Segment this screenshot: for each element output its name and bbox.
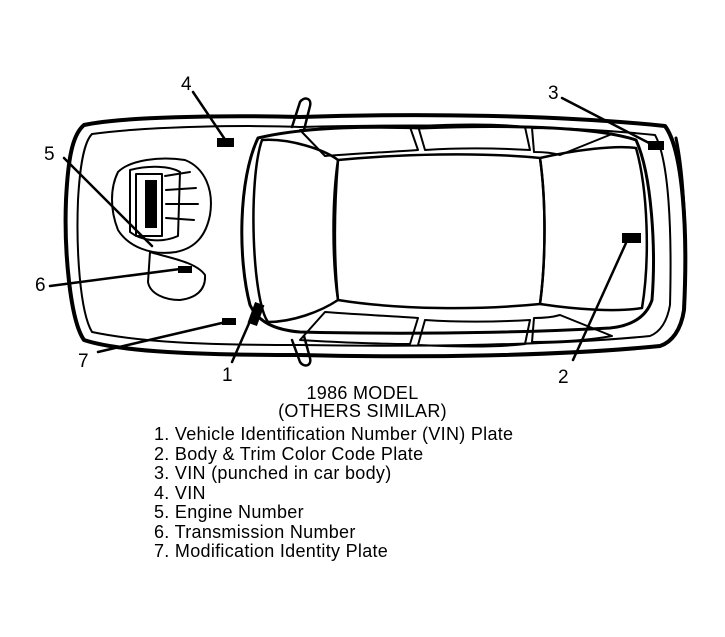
leader-line-6 <box>48 267 182 288</box>
side-window-rear-bottom <box>417 319 531 348</box>
legend-item-7: 7. Modification Identity Plate <box>154 541 389 561</box>
marker-modification-plate <box>222 318 236 325</box>
callout-6: 6 <box>35 275 46 296</box>
windshield <box>252 138 340 324</box>
legend-item-1: 1. Vehicle Identification Number (VIN) P… <box>154 424 514 444</box>
side-window-rear-top <box>417 123 531 151</box>
roof-panel <box>332 153 546 310</box>
rear-window <box>538 145 649 312</box>
legend-item-5: 5. Engine Number <box>154 502 304 522</box>
side-window-quarter-bottom <box>531 314 613 343</box>
side-window-front-top <box>299 125 419 157</box>
leader-line-2 <box>571 241 628 362</box>
rear-bumper <box>674 136 687 312</box>
callout-1: 1 <box>222 365 233 386</box>
leader-line-7 <box>96 320 228 354</box>
legend-item-6: 6. Transmission Number <box>154 521 356 542</box>
leader-line-4 <box>191 90 226 140</box>
leader-line-3 <box>560 96 653 146</box>
others-similar-caption: (OTHERS SIMILAR) <box>278 401 447 421</box>
marker-vin-top <box>217 138 234 147</box>
cabin-outline <box>240 125 655 335</box>
side-window-front-bottom <box>299 311 419 345</box>
legend-list: 1. Vehicle Identification Number (VIN) P… <box>154 424 514 562</box>
leader-line-1 <box>230 310 256 364</box>
model-caption: 1986 MODEL <box>306 383 419 403</box>
marker-vin-punched <box>648 141 664 150</box>
side-mirror-bottom <box>290 334 312 367</box>
engine-assembly <box>111 157 212 301</box>
callout-5: 5 <box>44 144 55 165</box>
callout-4: 4 <box>181 74 192 95</box>
marker-color-code-plate <box>622 233 641 243</box>
car-body-outline <box>63 113 688 359</box>
legend-item-2: 2. Body & Trim Color Code Plate <box>154 443 424 464</box>
side-window-quarter-top <box>531 127 613 156</box>
callout-7: 7 <box>78 351 89 372</box>
legend-item-3: 3. VIN (punched in car body) <box>154 463 392 483</box>
car-top-view-diagram <box>48 90 688 367</box>
side-mirror-top <box>290 97 312 132</box>
leader-line-5 <box>62 156 154 248</box>
legend-item-4: 4. VIN <box>154 482 206 503</box>
car-body-inner-edge <box>76 124 672 347</box>
callout-3: 3 <box>548 83 559 104</box>
marker-transmission-number <box>178 266 192 273</box>
callout-2: 2 <box>558 367 569 388</box>
